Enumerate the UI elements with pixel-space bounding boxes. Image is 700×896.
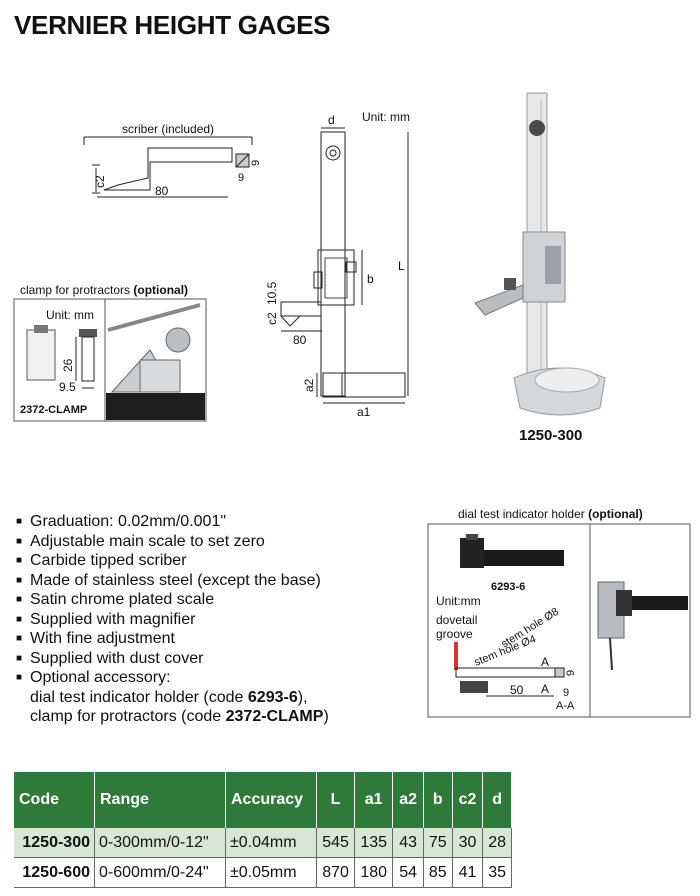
cell-accuracy: ±0.04mm [225, 828, 317, 858]
header-range: Range [94, 772, 226, 828]
dovetail-label: dovetail [436, 613, 477, 627]
cell-a1: 135 [354, 828, 394, 858]
cell-accuracy: ±0.05mm [225, 857, 317, 888]
table-row: 1250-300 0-300mm/0-12" ±0.04mm 545 135 4… [14, 828, 512, 858]
section-AA: A-A [556, 700, 575, 712]
feature-optional-accessory: Optional accessory: [30, 669, 171, 686]
model-label: 1250-300 [519, 427, 582, 444]
dial-holder-unit: Unit:mm [436, 594, 481, 608]
feature-item: Graduation: 0.02mm/0.001" [16, 512, 329, 532]
top-illustrations: scriber (included) c2 80 9 9 d Unit: mm … [13, 92, 606, 444]
header-a1: a1 [354, 772, 394, 828]
label-L: L [398, 259, 405, 273]
clamp-unit: Unit: mm [46, 308, 94, 322]
label-80: 80 [293, 333, 307, 347]
feature-item: Adjustable main scale to set zero [16, 532, 329, 552]
label-b: b [367, 272, 374, 286]
label-105: 10.5 [265, 281, 279, 305]
cell-range: 0-600mm/0-24" [94, 857, 226, 888]
header-code: Code [14, 772, 95, 828]
feature-item: Satin chrome plated scale [16, 590, 329, 610]
diagram-unit: Unit: mm [362, 110, 410, 124]
feature-item: Optional accessory: dial test indicator … [16, 668, 329, 727]
cell-c2: 41 [452, 857, 484, 888]
cell-b: 85 [423, 857, 453, 888]
spec-table: Code Range Accuracy L a1 a2 b c2 d 1250-… [14, 772, 512, 888]
height-gage-diagram: d Unit: mm L b 10.5 c2 80 a2 a1 [265, 110, 410, 419]
feature-item: With fine adjustment [16, 629, 329, 649]
cell-code: 1250-600 [14, 857, 95, 888]
header-L: L [316, 772, 356, 828]
header-c2: c2 [452, 772, 484, 828]
header-d: d [482, 772, 512, 828]
clamp-box: clamp for protractors (optional) Unit: m… [13, 283, 207, 422]
dial-holder-code: 6293-6 [491, 581, 525, 593]
table-row: 1250-600 0-600mm/0-24" ±0.05mm 870 180 5… [14, 857, 512, 888]
scriber-9a: 9 [250, 160, 262, 166]
scriber-title: scriber (included) [122, 122, 214, 136]
scriber-diagram: scriber (included) c2 80 9 9 [83, 122, 262, 198]
cell-d: 35 [482, 857, 512, 888]
clamp-title: clamp for protractors (optional) [20, 283, 188, 297]
dial-holder-title: dial test indicator holder (optional) [458, 507, 643, 521]
cell-range: 0-300mm/0-12" [94, 828, 226, 858]
scriber-c2: c2 [93, 175, 107, 188]
groove-label: groove [436, 627, 473, 641]
feature-item: Supplied with magnifier [16, 610, 329, 630]
header-b: b [423, 772, 453, 828]
cell-code: 1250-300 [14, 828, 95, 858]
cell-a1: 180 [354, 857, 394, 888]
feature-item: Carbide tipped scriber [16, 551, 329, 571]
cell-b: 75 [423, 828, 453, 858]
cell-L: 545 [316, 828, 356, 858]
label-a2: a2 [302, 378, 316, 392]
label-d: d [328, 113, 335, 127]
dial-holder-box: dial test indicator holder (optional) 62… [427, 507, 691, 718]
section-A-bottom: A [541, 682, 549, 696]
cell-d: 28 [482, 828, 512, 858]
feature-item: Supplied with dust cover [16, 649, 329, 669]
cell-a2: 43 [392, 828, 424, 858]
header-a2: a2 [392, 772, 424, 828]
table-header-row: Code Range Accuracy L a1 a2 b c2 d [14, 772, 512, 828]
clamp-95: 9.5 [59, 380, 76, 394]
cell-c2: 30 [452, 828, 484, 858]
scriber-80: 80 [155, 184, 169, 198]
header-accuracy: Accuracy [225, 772, 317, 828]
section-A-top: A [541, 655, 549, 669]
dial-holder-50: 50 [510, 683, 524, 697]
dial-holder-9a: 9 [565, 670, 577, 676]
dial-holder-9b: 9 [563, 687, 569, 699]
clamp-26: 26 [61, 358, 75, 372]
cell-L: 870 [316, 857, 356, 888]
features-list: Graduation: 0.02mm/0.001" Adjustable mai… [16, 512, 329, 727]
clamp-code: 2372-CLAMP [20, 404, 87, 416]
feature-item: Made of stainless steel (except the base… [16, 571, 329, 591]
accessory-line-2: clamp for protractors (code 2372-CLAMP) [30, 708, 329, 725]
label-a1: a1 [357, 405, 371, 419]
page-title: VERNIER HEIGHT GAGES [14, 10, 331, 40]
accessory-line-1: dial test indicator holder (code 6293-6)… [30, 688, 308, 706]
label-c2: c2 [265, 312, 279, 325]
scriber-9b: 9 [238, 172, 244, 184]
product-image [474, 92, 606, 416]
cell-a2: 54 [392, 857, 424, 888]
